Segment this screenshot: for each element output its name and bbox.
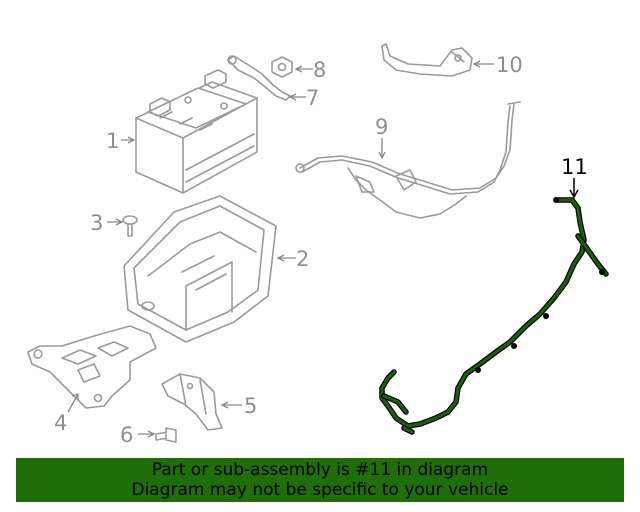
notice-banner: Part or sub-assembly is #11 in diagram D…	[16, 458, 624, 502]
callout-7: 7	[306, 86, 319, 110]
tray-part-2[interactable]	[123, 195, 277, 343]
callout-8: 8	[313, 58, 326, 82]
callout-1: 1	[106, 129, 119, 153]
leader-lines	[67, 60, 579, 438]
callout-3: 3	[90, 211, 103, 235]
callout-2: 2	[296, 247, 309, 271]
callout-4: 4	[54, 411, 67, 435]
terminal-part-7[interactable]	[227, 55, 291, 101]
bracket-part-10[interactable]	[381, 43, 473, 77]
cable-part-9[interactable]	[295, 101, 521, 219]
callout-9: 9	[375, 115, 388, 139]
bolt-part-3[interactable]	[122, 215, 138, 237]
bolt-part-6[interactable]	[155, 427, 177, 443]
harness-part-11[interactable]	[379, 197, 609, 435]
callout-5: 5	[244, 394, 257, 418]
callout-6: 6	[120, 423, 133, 447]
callout-10: 10	[496, 53, 523, 77]
callout-11: 11	[561, 155, 588, 179]
bracket-part-5[interactable]	[161, 373, 223, 431]
banner-line-1: Part or sub-assembly is #11 in diagram	[151, 460, 489, 480]
nut-part-8[interactable]	[271, 56, 293, 78]
battery-part-1[interactable]	[135, 69, 258, 194]
banner-line-2: Diagram may not be specific to your vehi…	[131, 480, 509, 500]
plate-part-4[interactable]	[27, 325, 157, 409]
